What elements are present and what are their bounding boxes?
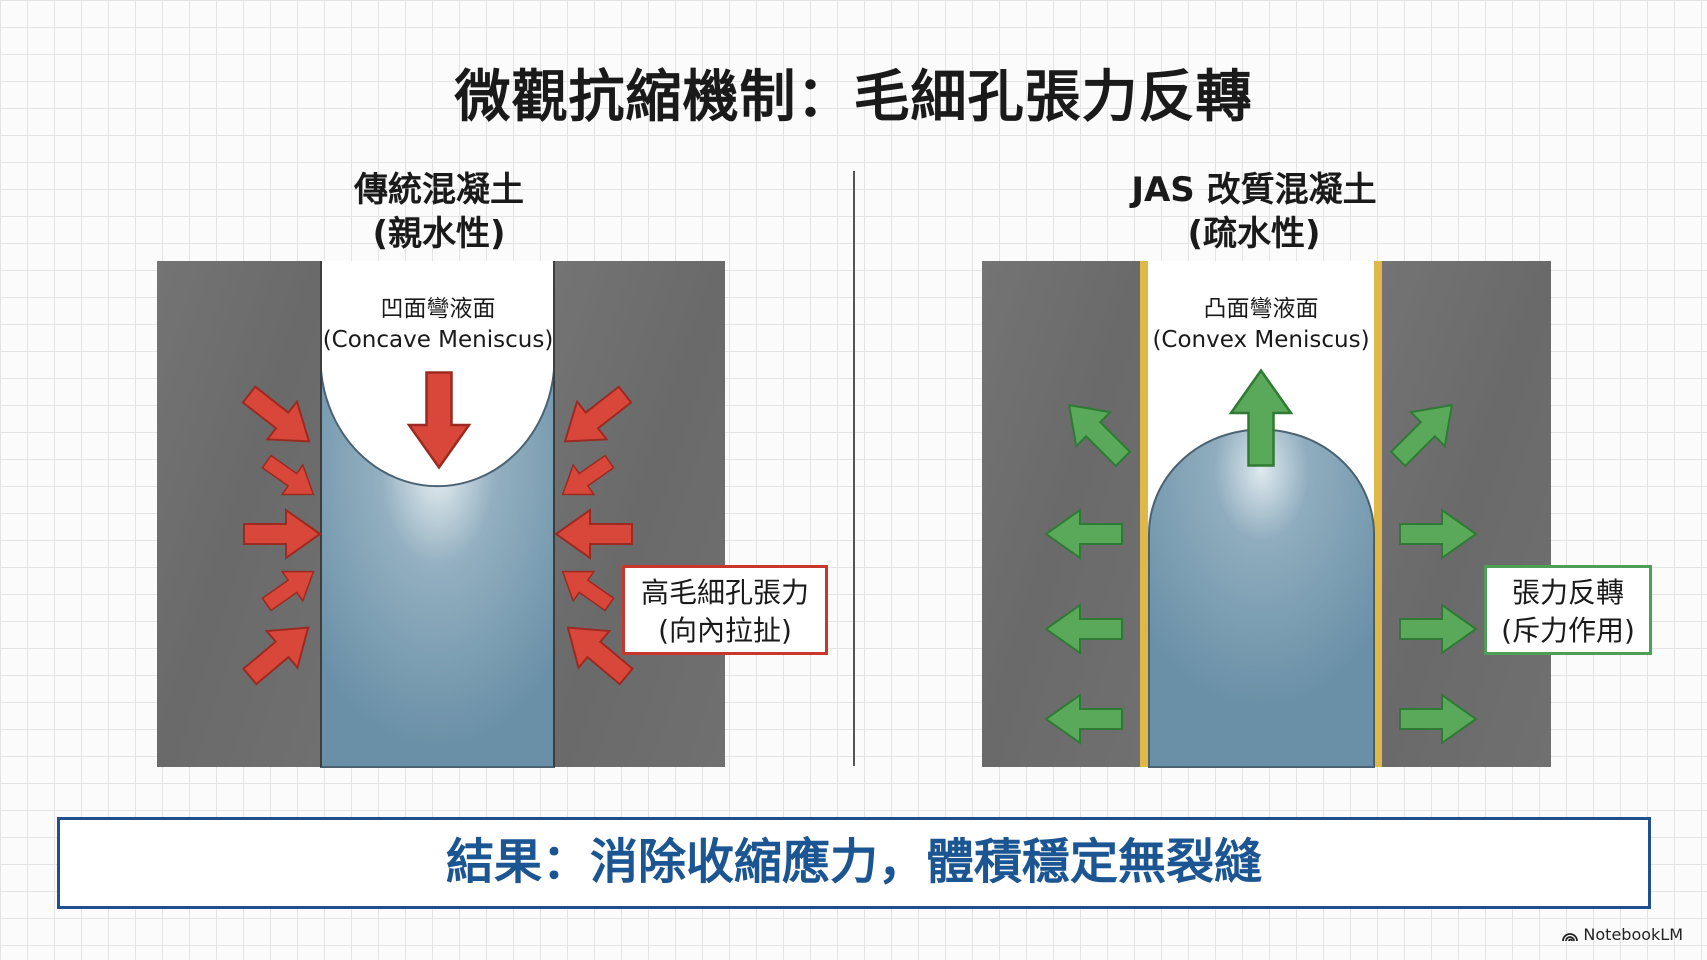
- concrete-wall-right: [554, 261, 725, 767]
- hydrophobic-layer: [1140, 261, 1148, 767]
- convex-meniscus-label: 凸面彎液面 (Convex Meniscus): [1131, 294, 1391, 356]
- concrete-wall-right: [1378, 261, 1551, 767]
- notebooklm-logo-icon: [1562, 932, 1579, 941]
- tag-line: 高毛細孔張力: [640, 576, 809, 609]
- hydrophobic-layer: [1374, 261, 1382, 767]
- page-title: 微觀抗縮機制：毛細孔張力反轉: [454, 65, 1253, 130]
- convex-water: [1148, 428, 1375, 768]
- concave-water: [320, 369, 555, 768]
- right-heading-subtitle: (疏水性): [1187, 214, 1321, 254]
- left-panel: [157, 261, 725, 768]
- concrete-wall-left: [157, 261, 321, 767]
- brand-label: NotebookLM: [1583, 925, 1683, 944]
- right-heading: JAS 改質混凝土 (疏水性): [1004, 168, 1504, 256]
- tag-line: (斥力作用): [1501, 614, 1635, 647]
- high-tension-tag: 高毛細孔張力 (向內拉扯): [622, 565, 828, 655]
- left-heading: 傳統混凝土 (親水性): [189, 168, 689, 256]
- tension-reversal-tag: 張力反轉 (斥力作用): [1484, 565, 1652, 655]
- concrete-wall-left: [982, 261, 1143, 767]
- left-heading-title: 傳統混凝土: [354, 170, 524, 210]
- right-panel: [982, 261, 1551, 768]
- concave-meniscus-label: 凹面彎液面 (Concave Meniscus): [308, 294, 568, 356]
- convex-label-en: (Convex Meniscus): [1152, 327, 1370, 353]
- notebooklm-brand: NotebookLM: [1562, 925, 1683, 944]
- concave-label-zh: 凹面彎液面: [380, 296, 496, 322]
- tag-line: 張力反轉: [1511, 576, 1624, 609]
- right-heading-title: JAS 改質混凝土: [1131, 170, 1377, 210]
- left-heading-subtitle: (親水性): [372, 214, 506, 254]
- concave-label-en: (Concave Meniscus): [322, 327, 554, 353]
- result-banner: 結果：消除收縮應力，體積穩定無裂縫: [57, 817, 1651, 909]
- convex-label-zh: 凸面彎液面: [1203, 296, 1319, 322]
- tag-line: (向內拉扯): [658, 614, 792, 647]
